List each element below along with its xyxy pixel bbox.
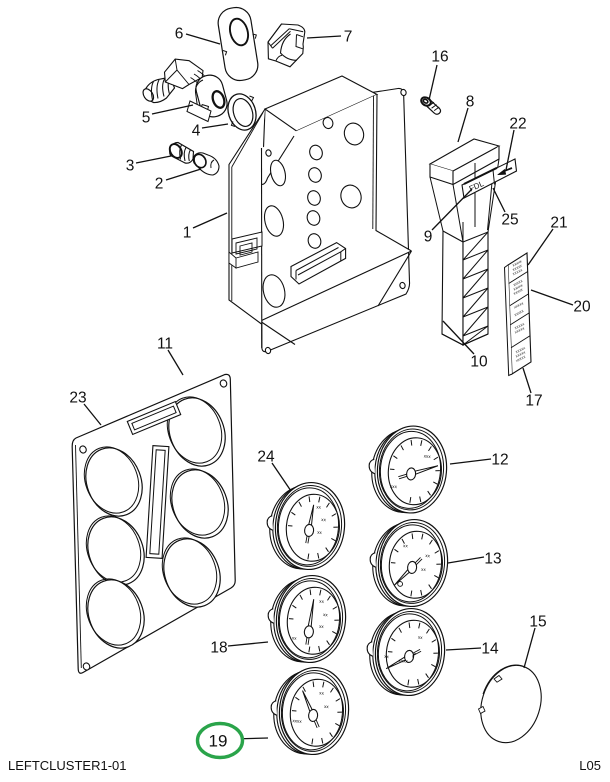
svg-text:18: 18 <box>210 640 227 657</box>
svg-text:13: 13 <box>484 551 501 568</box>
svg-text:22: 22 <box>509 116 526 133</box>
svg-text:12: 12 <box>491 452 508 469</box>
svg-text:3: 3 <box>126 158 135 175</box>
svg-text:7: 7 <box>344 29 353 46</box>
svg-text:xxx: xxx <box>424 453 432 459</box>
svg-text:24: 24 <box>257 449 275 466</box>
svg-text:17: 17 <box>525 393 542 410</box>
svg-text:16: 16 <box>431 49 448 66</box>
svg-text:xxx: xxx <box>390 484 398 490</box>
svg-text:21: 21 <box>550 215 567 232</box>
svg-text:15: 15 <box>529 614 546 631</box>
svg-text:25: 25 <box>501 212 518 229</box>
svg-text:11: 11 <box>157 336 173 353</box>
svg-text:xxxx: xxxx <box>398 658 408 664</box>
svg-text:9: 9 <box>424 229 433 246</box>
svg-text:1: 1 <box>183 225 192 242</box>
svg-text:5: 5 <box>142 110 151 127</box>
svg-text:8: 8 <box>466 94 475 111</box>
svg-text:2: 2 <box>155 176 164 193</box>
svg-text:L05: L05 <box>579 758 601 773</box>
svg-text:23: 23 <box>69 390 86 407</box>
svg-text:10: 10 <box>470 354 488 371</box>
svg-text:19: 19 <box>209 732 228 751</box>
svg-text:LEFTCLUSTER1-01: LEFTCLUSTER1-01 <box>8 758 126 773</box>
svg-text:xxxx: xxxx <box>292 718 302 724</box>
svg-text:4: 4 <box>192 123 201 140</box>
svg-text:6: 6 <box>175 26 184 43</box>
svg-text:20: 20 <box>573 299 591 316</box>
svg-text:14: 14 <box>481 641 499 658</box>
